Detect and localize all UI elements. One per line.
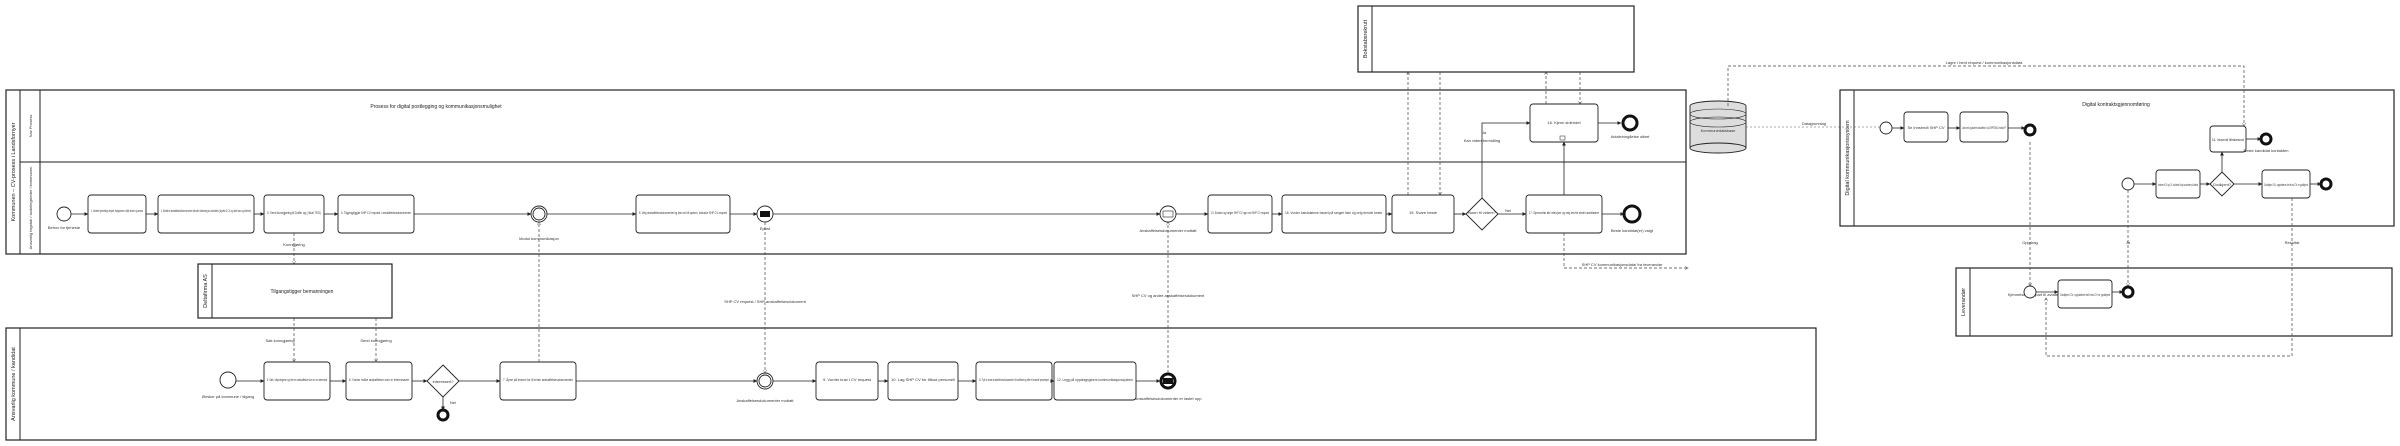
subprocess-marker-icon — [1559, 135, 1566, 141]
task-17-label: 17. Gjennomfør alle intervjuer og velg d… — [1529, 210, 1599, 215]
start-event-applicant[interactable] — [219, 371, 237, 389]
nei-label-main: Nei — [1505, 208, 1511, 213]
lower-ievent[interactable] — [2023, 285, 2037, 299]
task-a9-label: 9. Vurder krav i CV request — [823, 377, 872, 382]
digital-end-1[interactable] — [2023, 123, 2037, 137]
digital-end-3[interactable] — [2319, 177, 2333, 191]
task-8-label: 8. Velg anskaffelsesdokumentet og last n… — [639, 210, 728, 215]
envelope-open-icon — [1162, 210, 1174, 218]
process-note: Prosess for digital postlegging og kommu… — [370, 104, 502, 110]
applicant-msg-label: Anskaffelsesdokumenter mottatt — [736, 398, 794, 403]
database-label: Kommunedatabase — [1701, 128, 1736, 133]
task-d6-label: Godkjent CV, oppdatere det hvis CV er go… — [2264, 182, 2308, 187]
pool-applicant-label: Ansvarlig kommune / kandidat — [11, 347, 17, 421]
task-a11-label: 11. Fyll ut andre anskaffelsesdokumenter… — [979, 377, 1049, 382]
pool-lower-right: Leverandør Kjennelse i motpart til avtal… — [1955, 267, 2393, 337]
deltafirma-task-label: Tilgangstigger bemanningen — [271, 289, 334, 295]
end-event-main-label: Beste kandidat(er) valgt — [1611, 228, 1654, 233]
end-event-top-label: Avtaleinngåelse utført — [1611, 134, 1651, 139]
sok-kunngjoring-label: Søk kunngjøring — [265, 338, 294, 343]
pool-deltafirma-label: Deltafirma AS — [203, 274, 209, 308]
gateway-main[interactable] — [1465, 197, 1499, 231]
ikke-interessert-label: Nei — [450, 400, 456, 405]
task-2[interactable] — [157, 194, 255, 234]
gateway-digital[interactable] — [2209, 171, 2235, 197]
email-event-label: Epost — [760, 226, 771, 231]
applicant-msg-inner — [758, 374, 772, 388]
anskaffelse-mottatt-label: Anskaffelsesdokumenter mottatt — [1139, 228, 1197, 233]
resultat-label: Resultat — [2285, 240, 2301, 245]
oppdrag-label: Oppdrag — [2022, 240, 2038, 245]
start-event-main[interactable] — [56, 206, 72, 222]
task-a7-label: 7. Åpne på lenken for å hente anskaffels… — [503, 377, 573, 382]
task-15-label: 15. Svare beste — [1409, 210, 1438, 215]
task-2-label: 2. Etablere anskaffelsesdokumentene inkl… — [161, 208, 251, 213]
pool-digital-label: Digital kommunikasjonssystem — [1845, 120, 1851, 196]
digital-title: Digital kontraktsgjennomføring — [2082, 102, 2150, 108]
gateway-applicant-label: Interessert? — [432, 379, 454, 384]
end-event-top[interactable] — [1621, 114, 1639, 132]
pool-digital: Digital kommunikasjonssystem Digital kon… — [1839, 89, 2395, 227]
lane-fagstab-label: Ansvarlig fagstab / avdelingsleder i kom… — [28, 167, 33, 250]
task-a6-label: 6. Vurder hvilke anskaffelser som er int… — [349, 377, 410, 382]
task-d1-label: Se innsendt SHP CV — [1907, 125, 1944, 130]
task-1-label: 1. Vurdere kjennetegn knyttet, bakgrunne… — [91, 208, 143, 213]
ja-lbl-digital: Ja — [2126, 240, 2131, 245]
shp-cv-request-label: SHP CV request / SHP anskaffelsesdokumen… — [724, 299, 806, 304]
send-kunngjoring-label: Send kunngjøring — [360, 338, 391, 343]
gateway-digital-label: Godkjent? — [2213, 182, 2232, 187]
message-flows: Kunngjøring Søk kunngjøring Send kunngjø… — [265, 60, 2300, 373]
modul-event-label: Modul kommunikasjon — [519, 236, 559, 241]
datagrunnlag-label: Datagrunnlag — [1802, 121, 1826, 126]
digital-end-2[interactable] — [2259, 132, 2273, 146]
pool-deltafirma: Deltafirma AS Tilgangstigger bemanningen — [197, 263, 393, 319]
top-dash-label: Lagre / hent request / kommunikasjonsdat… — [1946, 60, 2023, 65]
end-event-not-interested[interactable] — [436, 408, 450, 422]
kunngjoring-label: Kunngjøring — [283, 242, 305, 247]
database: Kommunedatabase — [1689, 100, 1747, 154]
pool-bokstabsrekrutt: Bokstabsrekrutt — [1357, 5, 1635, 73]
ja-label-top: Ja — [1482, 130, 1487, 135]
pool-kommune-label: Kommunen – CV-prosess i Landsfornyer — [11, 122, 17, 221]
task-a12-label: 12. Legg på oppdragsgivers kommunikasjon… — [1057, 377, 1134, 382]
pool-applicant: Ansvarlig kommune / kandidat Ønsker på k… — [5, 327, 1817, 441]
task-d2-label: Last ned/ oppdatere anskaffelse 3 på OPP… — [1962, 125, 2006, 130]
lane-nav-label: Nav Prosess — [28, 115, 33, 138]
task-4-label: 4. Tilgjengliggjør SHP CV request / ansk… — [341, 210, 411, 215]
task-d4-label: Beste kandidat kontakten — [2244, 148, 2289, 153]
envelope-filled-icon — [1163, 378, 1173, 384]
task-d3-label: 16. Innsendt tilbakesend — [2212, 137, 2244, 142]
main-lane: Behov for tjeneste 1. Vurdere kjennetegn… — [48, 121, 1654, 241]
digital-start[interactable] — [1879, 121, 1893, 135]
task-13-label: 13. Evaluer og rangér SHP CV opp mot SHP… — [1211, 210, 1270, 215]
task-18-label: 18. Vurder kandidatene basert på rangert… — [1285, 210, 1383, 215]
bottom-dash-label: SHP CV kommunikasjonsdata/ fra leverandø… — [1582, 262, 1663, 267]
task-16-label: 16. Kjenn sideridet — [1547, 120, 1581, 125]
task-1[interactable] — [87, 194, 147, 234]
lower-end[interactable] — [2121, 285, 2135, 299]
task-3-label: 3. Send kunngjøring til Doffin og ( Ikke… — [267, 210, 321, 215]
pool-bokstabsrekrutt-label: Bokstabsrekrutt — [1363, 19, 1369, 58]
task-l2[interactable] — [2057, 279, 2113, 309]
shp-cv-og-andre-label: SHP CV og andre anskaffelsesdokument — [1132, 293, 1205, 298]
task-a10-label: 10. Lag SHP CV for tilbud personell — [891, 377, 955, 382]
task-d5-label: Innlevert CV og CV, inkludert til og koo… — [2158, 182, 2198, 187]
task-a5-label: 5. Søk i utlysningene og finn en anskaff… — [267, 377, 327, 382]
envelope-icon — [760, 211, 770, 217]
pool-lower-right-label: Leverandør — [1961, 288, 1967, 316]
task-l2-label: Godkjent CV, oppdatere det hvis CV er go… — [2060, 292, 2111, 297]
modul-event-inner — [532, 207, 546, 221]
gateway-main-label: Noen til videre? — [1468, 210, 1497, 215]
digital-ievent[interactable] — [2121, 177, 2135, 191]
end-event-applicant-label: Anskaffelsesdokumenter er lastet opp — [1135, 396, 1203, 401]
start-event-applicant-label: Ønsker på kommune / tilgang — [202, 394, 254, 399]
end-event-main[interactable] — [1622, 204, 1642, 224]
start-event-main-label: Behov for tjeneste — [48, 225, 81, 230]
